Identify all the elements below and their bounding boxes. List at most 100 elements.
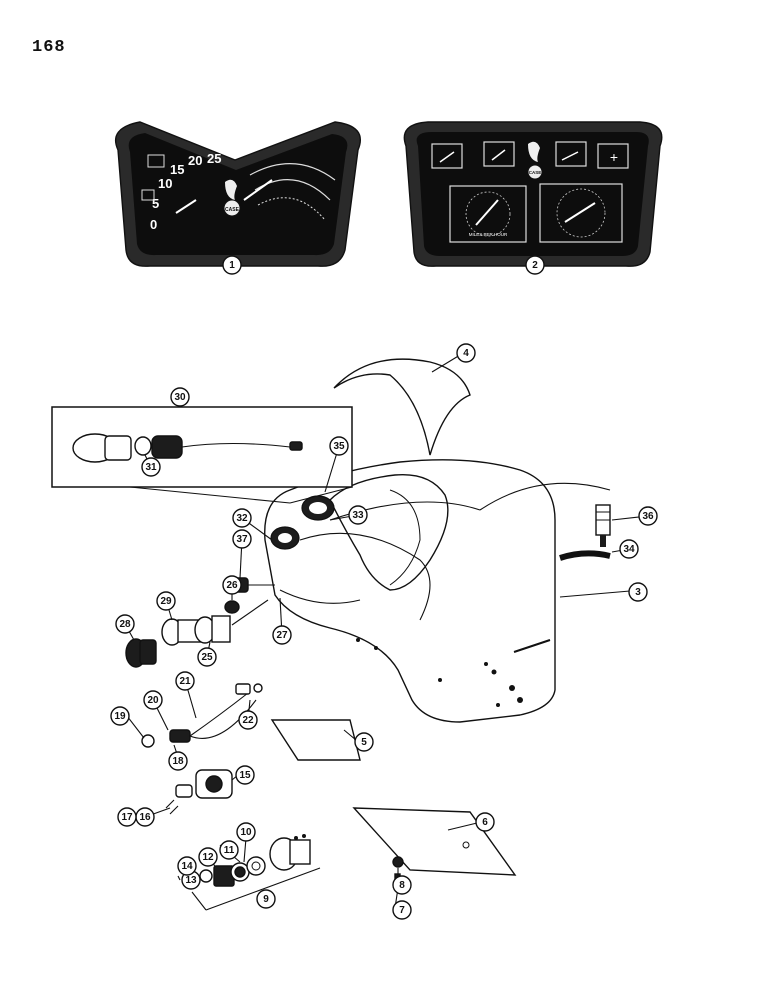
case-badge-icon	[223, 199, 241, 217]
starter-switch-assembly	[191, 834, 321, 911]
callout-10: 10	[236, 822, 256, 842]
callout-1: 1	[222, 255, 242, 275]
speed-number-20: 20	[188, 153, 202, 168]
callout-29: 29	[156, 591, 176, 611]
callout-label: 18	[172, 756, 184, 767]
callout-15: 15	[235, 765, 255, 785]
callout-32: 32	[232, 508, 252, 528]
callout-label: 17	[121, 812, 133, 823]
callout-label: 2	[532, 260, 538, 271]
callout-label: 26	[226, 580, 238, 591]
callout-label: 31	[145, 462, 157, 473]
switch-cap	[224, 600, 240, 614]
speedometer-dial	[449, 185, 527, 243]
callout-label: 4	[463, 348, 469, 359]
callout-label: 14	[181, 861, 193, 872]
callout-4: 4	[456, 343, 476, 363]
callout-label: 7	[399, 905, 405, 916]
callout-26: 26	[222, 575, 242, 595]
temp-sender-bulb	[595, 504, 611, 547]
callout-label: 35	[333, 441, 345, 452]
callout-label: 22	[242, 715, 254, 726]
dash-housing	[264, 459, 611, 723]
housing-cap	[333, 358, 471, 456]
callout-17: 17	[117, 807, 137, 827]
panel1-brand: CASE	[225, 207, 240, 213]
eagle-emblem-icon	[528, 141, 540, 162]
callout-21: 21	[175, 671, 195, 691]
callout-18: 18	[168, 751, 188, 771]
callout-36: 36	[638, 506, 658, 526]
tachometer-needle	[564, 202, 596, 223]
callout-9: 9	[256, 889, 276, 909]
speed-number-10: 10	[158, 176, 172, 191]
callout-label: 30	[174, 392, 186, 403]
callout-31: 31	[141, 457, 161, 477]
gauge-temp-square	[555, 141, 587, 167]
speed-number-0: 0	[150, 217, 157, 232]
callout-19: 19	[110, 706, 130, 726]
panel2-brand: CASE	[529, 170, 542, 175]
pilot-light-assembly	[141, 683, 263, 748]
callout-2: 2	[525, 255, 545, 275]
callout-12: 12	[198, 847, 218, 867]
callout-label: 29	[160, 596, 172, 607]
callout-3: 3	[628, 582, 648, 602]
page-number: 168	[32, 38, 66, 57]
callout-25: 25	[197, 647, 217, 667]
callout-label: 33	[352, 510, 364, 521]
callout-label: 16	[139, 812, 151, 823]
speedometer-needle	[475, 199, 499, 226]
light-switch	[161, 599, 269, 646]
callout-16: 16	[135, 807, 155, 827]
trim-strip	[559, 550, 611, 561]
speed-needle	[175, 199, 197, 214]
instrument-panel-2: + CASE MILES PER HOUR	[403, 121, 663, 267]
gauge-amp-square	[597, 143, 629, 169]
speedometer-label: MILES PER HOUR	[469, 232, 508, 237]
nut	[392, 856, 404, 868]
mounting-bracket	[270, 719, 361, 761]
gauge-fuel-square	[431, 143, 463, 169]
callout-label: 10	[240, 827, 252, 838]
callout-label: 36	[642, 511, 654, 522]
callout-35: 35	[329, 436, 349, 456]
callout-22: 22	[238, 710, 258, 730]
callout-11: 11	[219, 840, 239, 860]
bulb-socket	[72, 433, 303, 463]
instrument-panel-1: 0 5 10 15 20 25 CASE	[114, 121, 362, 267]
callout-label: 28	[119, 619, 131, 630]
callout-label: 6	[482, 817, 488, 828]
callout-30: 30	[170, 387, 190, 407]
tachometer-dial	[539, 183, 623, 243]
callout-label: 8	[399, 880, 405, 891]
callout-label: 5	[361, 737, 367, 748]
fuel-gauge-icon	[141, 189, 155, 201]
gauge-oil-square	[483, 141, 515, 167]
mounting-plate	[352, 807, 517, 876]
speed-number-15: 15	[170, 162, 184, 177]
callout-28: 28	[115, 614, 135, 634]
oil-gauge-icon	[147, 154, 165, 168]
callout-27: 27	[272, 625, 292, 645]
callout-label: 15	[239, 770, 251, 781]
ignition-switch	[165, 769, 233, 815]
callout-label: 11	[224, 845, 235, 856]
callout-label: 32	[236, 513, 248, 524]
callout-20: 20	[143, 690, 163, 710]
callout-label: 3	[635, 587, 641, 598]
callout-34: 34	[619, 539, 639, 559]
callout-label: 12	[202, 852, 214, 863]
callout-7: 7	[392, 900, 412, 920]
callout-label: 34	[623, 544, 635, 555]
callout-label: 25	[201, 652, 213, 663]
callout-8: 8	[392, 875, 412, 895]
callout-33: 33	[348, 505, 368, 525]
callout-label: 37	[236, 534, 248, 545]
tach-needle	[243, 179, 273, 201]
callout-5: 5	[354, 732, 374, 752]
callout-14: 14	[177, 856, 197, 876]
svg-text:+: +	[610, 149, 618, 165]
callout-label: 21	[179, 676, 191, 687]
